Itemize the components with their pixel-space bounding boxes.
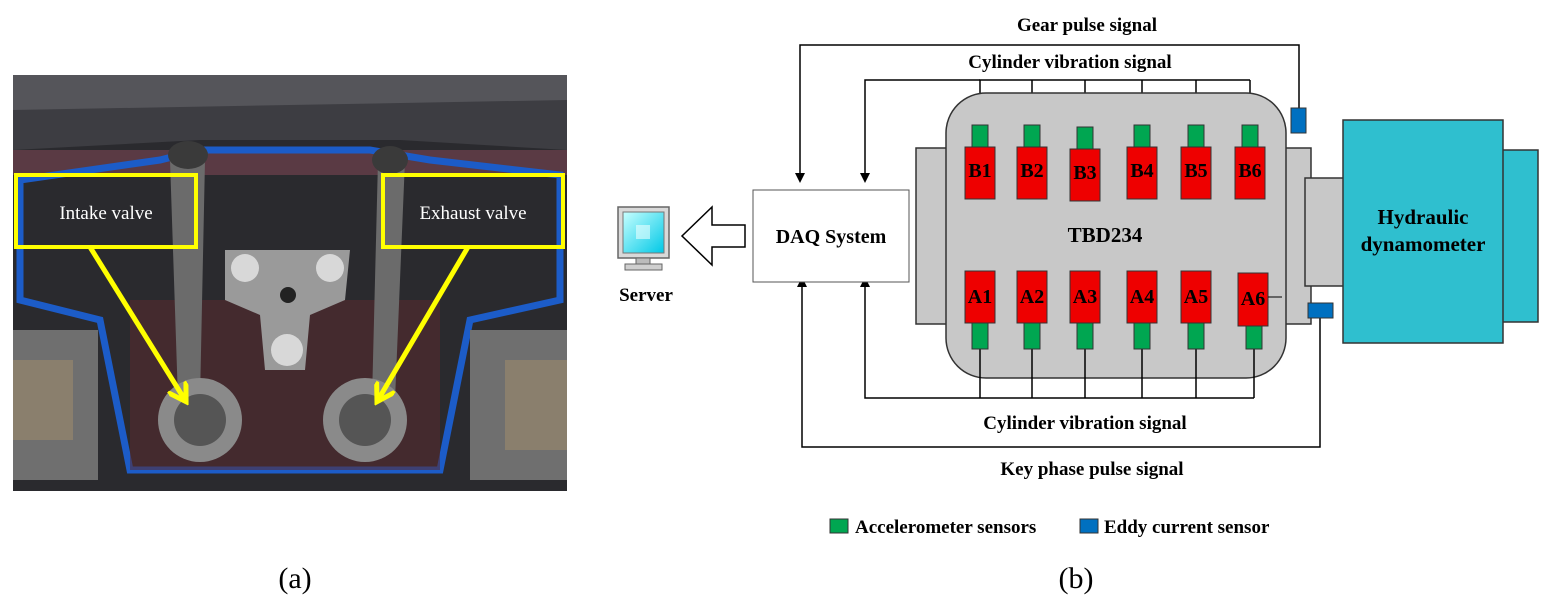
cylinder-b3 [1069,148,1101,202]
dynamometer-body [1342,119,1504,344]
legend-eddy-swatch [1079,518,1099,534]
gear-pulse-label: Gear pulse signal [1017,15,1157,36]
exhaust-valve-label: Exhaust valve [419,203,526,224]
cylinder-b2-label: B2 [1020,160,1043,182]
accelerometers-b [971,124,1259,150]
dynamometer-label-line1: Hydraulic [1377,205,1468,229]
photo-panel: Intake valve Exhaust valve [13,75,567,491]
legend: Accelerometer sensors Eddy current senso… [829,517,1270,538]
cylinder-a2-label: A2 [1020,286,1044,308]
daq-system-box [752,189,910,283]
intake-valve-label: Intake valve [59,203,152,224]
cylinder-b6 [1234,146,1266,200]
accelerometers-a [971,322,1263,350]
dynamometer-back [1499,149,1539,323]
cylinder-b3-label: B3 [1073,162,1096,184]
cylinder-b4 [1126,146,1158,200]
cylinder-a5-label: A5 [1184,286,1208,308]
cylinder-b1 [964,146,996,200]
dynamometer-label-line2: dynamometer [1361,232,1486,256]
caption-b: (b) [1059,562,1094,595]
engine-label: TBD234 [1068,223,1143,247]
intake-callout-box [14,173,198,249]
exhaust-arrow [378,245,471,400]
eddy-sensor-top [1290,107,1307,134]
cylinder-a4-label: A4 [1130,286,1154,308]
cylinder-b6-label: B6 [1238,160,1261,182]
caption-a: (a) [278,562,311,595]
bottom-vibration-bus [860,277,1255,399]
cylinder-a3 [1069,270,1101,324]
legend-eddy-label: Eddy current sensor [1104,517,1270,538]
cylinder-vibration-bottom-label: Cylinder vibration signal [983,413,1186,434]
key-phase-label: Key phase pulse signal [1000,459,1183,480]
cylinder-b5 [1180,146,1212,200]
cylinder-a1-label: A1 [968,286,992,308]
cylinder-a2 [1016,270,1048,324]
cylinder-a4 [1126,270,1158,324]
engine-coupling [1304,177,1346,287]
server-monitor-icon [617,206,670,271]
server-label: Server [619,285,673,306]
cylinder-vibration-top-label: Cylinder vibration signal [968,52,1171,73]
daq-to-server-arrow [680,205,746,267]
cylinder-row-b: B1 B2 B3 B4 B5 B6 [964,146,1266,202]
cylinder-a5 [1180,270,1212,324]
cylinder-b1-label: B1 [968,160,991,182]
cylinder-row-a: A1 A2 A3 A4 A5 A6 [964,270,1282,327]
cylinder-a6 [1237,272,1269,327]
legend-accelerometer-label: Accelerometer sensors [855,517,1036,538]
cylinder-b4-label: B4 [1130,160,1153,182]
legend-accelerometer-swatch [829,518,849,534]
key-phase-line [797,277,1321,448]
cylinder-a6-label: A6 [1241,288,1265,310]
exhaust-callout-box [381,173,565,249]
daq-system-label: DAQ System [776,226,887,248]
cylinder-b2 [1016,146,1048,200]
gear-pulse-line [795,44,1300,183]
cylinder-a3-label: A3 [1073,286,1097,308]
cylinder-a1 [964,270,996,324]
intake-arrow [87,245,185,400]
cylinder-b5-label: B5 [1184,160,1207,182]
eddy-sensor-bottom [1307,302,1334,319]
